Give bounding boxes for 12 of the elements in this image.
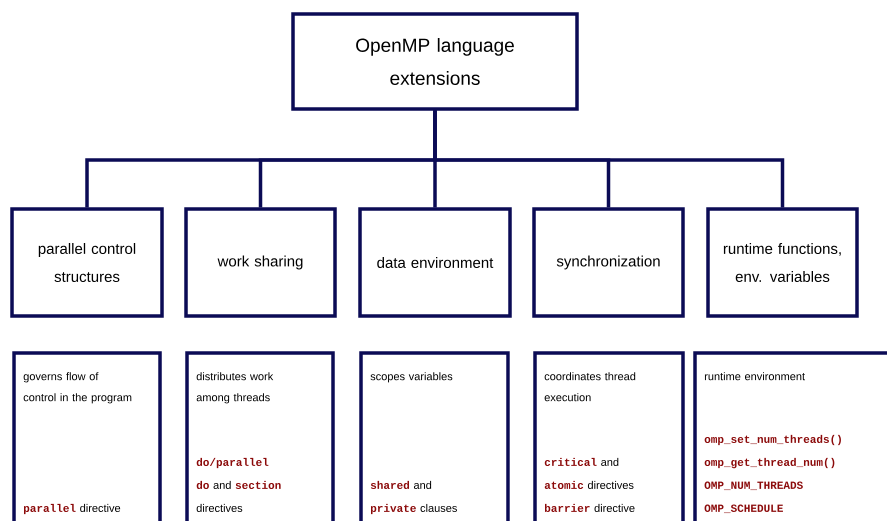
category-box: synchronization — [532, 207, 685, 318]
description-box: runtime environment omp_set_num_threads() omp_get_thread_num() OMP_NUM_THREADS OMP_SCHEDULE — [693, 351, 887, 521]
description-box: scopes variables shared and private clauses — [359, 351, 510, 521]
category-box: work sharing — [184, 207, 337, 318]
description-box: coordinates thread execution critical and atomic directives barrier directive — [533, 351, 685, 521]
category-box: parallel control structures — [10, 207, 164, 318]
category-box: data environment — [358, 207, 512, 318]
category-box: runtime functions, env. variables — [706, 207, 859, 318]
connector-line — [433, 110, 784, 208]
description-box: distributes work among threads do/parallel do and section directives — [185, 351, 335, 521]
description-box: governs flow of control in the program parallel directive — [12, 351, 162, 521]
title-box: OpenMP language extensions — [291, 12, 579, 111]
